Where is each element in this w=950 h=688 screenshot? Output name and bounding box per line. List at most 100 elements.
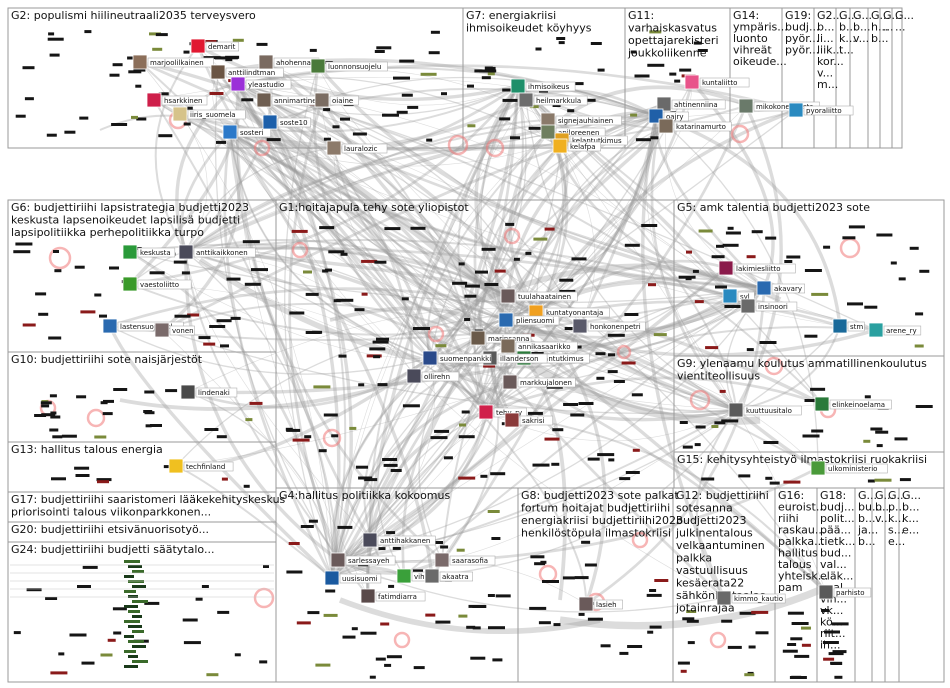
- node-label-38: suomenpankki: [440, 355, 491, 363]
- node-label-20: ahtinenniina: [674, 101, 718, 109]
- tick-mark-85: [567, 109, 574, 112]
- tick-mark-68: [184, 123, 191, 126]
- tick-mark-222: [608, 458, 614, 461]
- tick-mark-292: [693, 270, 699, 273]
- tick-mark-199: [632, 393, 643, 396]
- node-avatar-26: [179, 245, 193, 259]
- tick-mark-191: [608, 334, 625, 337]
- group-title-g13-line-0: G13: hallitus talous energia: [11, 443, 163, 456]
- tick-mark-464: [688, 641, 695, 644]
- node-avatar-59: [425, 569, 439, 583]
- tick-mark-484: [802, 644, 811, 647]
- tick-mark-126: [23, 324, 36, 327]
- tick-mark-206: [654, 333, 667, 336]
- tick-mark-97: [635, 75, 650, 78]
- node-avatar-32: [499, 313, 513, 327]
- tick-mark-g24-14: [132, 630, 144, 633]
- tick-mark-410: [529, 607, 546, 610]
- group-title-gc2-line-2: v...: [853, 32, 869, 45]
- tick-mark-117: [94, 294, 101, 297]
- tick-mark-314: [204, 428, 218, 431]
- tick-mark-238: [545, 438, 560, 441]
- tick-mark-63: [267, 138, 281, 141]
- group-title-g7-line-0: G7: energiakriisi: [466, 9, 556, 22]
- tick-mark-55: [156, 33, 168, 36]
- tick-mark-420: [585, 564, 597, 567]
- tick-mark-181: [533, 238, 547, 241]
- tick-mark-g24-9: [124, 605, 138, 608]
- tick-mark-317: [50, 394, 57, 397]
- group-title-g6-line-0: G6: budjettiriihi lapsistrategia budjett…: [11, 201, 249, 214]
- tick-mark-211: [626, 471, 640, 474]
- node-avatar-28: [103, 319, 117, 333]
- tick-mark-166: [482, 248, 496, 251]
- tick-mark-339: [863, 440, 870, 443]
- tick-mark-401: [393, 547, 401, 550]
- tick-mark-116: [175, 315, 191, 318]
- tick-mark-108: [650, 136, 658, 139]
- tick-mark-254: [286, 429, 300, 432]
- tick-mark-449: [701, 478, 714, 481]
- node-avatar-42: [505, 413, 519, 427]
- node-label-2: anttilindtman: [228, 69, 275, 77]
- tick-mark-146: [331, 434, 338, 437]
- tick-mark-467: [682, 617, 694, 620]
- tick-mark-220: [490, 472, 505, 475]
- group-title-g18-line-13: ih...: [820, 639, 841, 652]
- tick-mark-78: [467, 85, 474, 88]
- tick-mark-g24-5: [132, 585, 146, 588]
- tick-mark-173: [402, 297, 409, 300]
- tick-mark-375: [324, 614, 338, 617]
- tick-mark-246: [464, 318, 470, 321]
- tick-mark-193: [452, 282, 467, 285]
- node-label-0: demarit: [208, 43, 236, 51]
- tick-mark-g24-8: [132, 600, 148, 603]
- tick-mark-151: [505, 223, 514, 226]
- tick-mark-473: [823, 658, 834, 661]
- tick-mark-101: [636, 138, 651, 141]
- tick-mark-202: [339, 355, 347, 358]
- group-title-g16-line-8: pam: [778, 581, 802, 594]
- node-label-48: arene_ry: [886, 327, 917, 335]
- node-avatar-38: [423, 351, 437, 365]
- tick-mark-480: [792, 622, 809, 625]
- tick-mark-168: [376, 338, 389, 341]
- tick-mark-304: [62, 435, 77, 438]
- node-label-15: signejauhiainen: [558, 117, 613, 125]
- tick-mark-212: [559, 279, 573, 282]
- tick-mark-g24-13: [128, 625, 142, 628]
- tick-mark-26: [111, 123, 127, 126]
- tick-mark-47: [216, 141, 226, 144]
- tick-mark-105: [679, 69, 691, 72]
- tick-mark-430: [108, 639, 116, 642]
- group-title-g24-line-0: G24: budjettiriihi budjetti säätytalo...: [11, 543, 214, 556]
- tick-mark-256: [747, 348, 754, 351]
- node-label-55: sarlessayeh: [348, 557, 390, 565]
- node-label-56: saarasofia: [452, 557, 488, 565]
- tick-mark-185: [641, 224, 657, 227]
- tick-mark-134: [48, 337, 61, 340]
- tick-mark-263: [712, 255, 725, 258]
- node-label-42: sakrisi: [522, 417, 544, 425]
- tick-mark-g24-16: [128, 640, 144, 643]
- node-label-7: annimartinen: [274, 97, 321, 105]
- tick-mark-197: [597, 453, 614, 456]
- node-label-1: marjoolilkainen: [150, 59, 204, 67]
- tick-mark-62: [50, 54, 60, 57]
- tick-mark-389: [386, 531, 395, 534]
- tick-mark-327: [714, 421, 725, 424]
- tick-mark-137: [227, 278, 241, 281]
- node-avatar-27: [123, 277, 137, 291]
- tick-mark-157: [579, 402, 594, 405]
- tick-mark-102: [647, 64, 664, 67]
- tick-mark-437: [183, 619, 198, 622]
- node-label-33: honkonenpetri: [590, 323, 641, 331]
- tick-mark-g24-20: [132, 660, 148, 663]
- tick-mark-373: [488, 594, 495, 597]
- tick-mark-264: [910, 247, 919, 250]
- tick-mark-5: [426, 139, 432, 142]
- node-label-4: luonnonsuojelu: [328, 63, 381, 71]
- tick-mark-403: [542, 580, 559, 583]
- node-label-18: kelafpa: [570, 143, 596, 151]
